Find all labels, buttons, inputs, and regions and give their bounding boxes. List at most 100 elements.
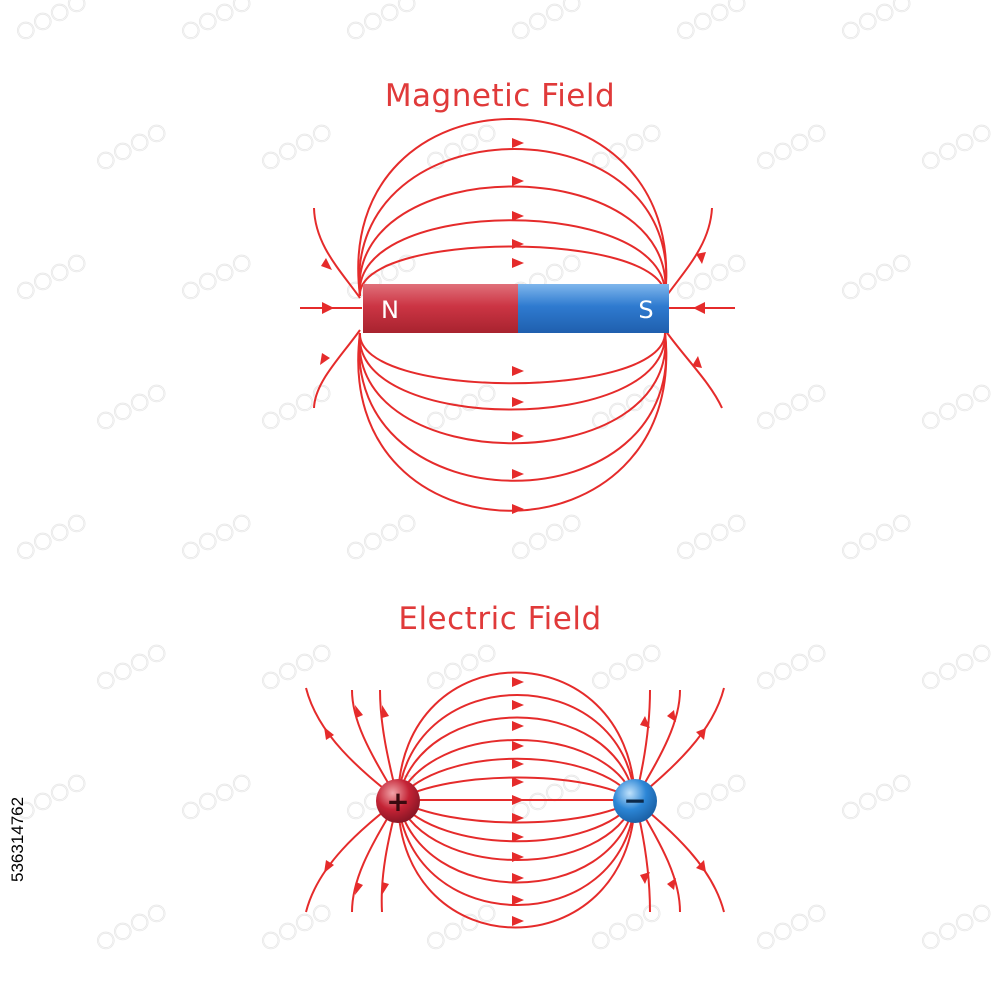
watermark-mark: ○○○○	[751, 897, 831, 955]
magnetic-field-line	[358, 332, 668, 482]
watermark-mark: ○○○○	[916, 897, 996, 955]
arrow-marker	[512, 469, 524, 479]
south-pole	[518, 284, 669, 333]
magnetic-field-line	[358, 332, 667, 445]
electric-field-line	[397, 799, 636, 929]
stock-id-label: 536314762	[8, 796, 27, 882]
watermark-mark: ○○○○	[671, 0, 751, 45]
watermark-mark: ○○○○	[176, 247, 256, 305]
magnetic-field-title: Magnetic Field	[384, 78, 616, 114]
positive-charge	[376, 779, 420, 823]
watermark-mark: ○○○○	[836, 507, 916, 565]
arrow-marker	[382, 882, 389, 895]
watermark-mark: ○○○○	[506, 0, 586, 45]
arrow-marker	[512, 700, 524, 710]
electric-field-line	[397, 799, 636, 861]
watermark-mark: ○○○○	[751, 117, 831, 175]
electric-field-line	[397, 694, 636, 801]
arrow-marker	[640, 716, 650, 728]
magnetic-field-line	[358, 332, 666, 385]
arrow-marker	[512, 239, 524, 249]
magnetic-field-line	[664, 207, 713, 299]
arrow-marker	[512, 397, 524, 407]
watermark-mark: ○○○○	[176, 507, 256, 565]
watermark-mark: ○○○○	[751, 377, 831, 435]
magnetic-field-line	[358, 148, 668, 297]
watermark-mark: ○○○○	[836, 767, 916, 825]
arrow-marker	[696, 252, 706, 264]
magnetic-field-line	[664, 329, 723, 409]
arrow-marker	[693, 302, 705, 314]
arrow-marker	[512, 777, 524, 787]
watermark-mark: ○○○○	[751, 637, 831, 695]
watermark-mark: ○○○○	[176, 0, 256, 45]
watermark-mark: ○○○○	[586, 637, 666, 695]
electric-field-line	[397, 799, 636, 843]
electric-field-line	[397, 757, 636, 801]
arrow-marker	[696, 728, 706, 740]
watermark-mark: ○○○○	[586, 897, 666, 955]
watermark-mark: ○○○○	[836, 0, 916, 45]
arrow-marker	[696, 860, 706, 872]
watermark-mark: ○○○○	[11, 507, 91, 565]
magnetic-field-line	[358, 185, 667, 297]
arrow-marker	[512, 211, 524, 221]
arrow-marker	[667, 878, 676, 890]
arrow-marker	[322, 302, 334, 314]
arrow-marker	[512, 813, 524, 823]
arrow-marker	[512, 916, 524, 926]
watermark-mark: ○○○○	[671, 247, 751, 305]
electric-field-line	[397, 716, 636, 801]
electric-field-line	[397, 799, 636, 884]
electric-arrows	[324, 677, 706, 926]
arrow-marker	[667, 710, 676, 722]
arrow-marker	[355, 705, 363, 718]
negative-charge-symbol: −	[623, 784, 646, 817]
electric-field-lines	[305, 671, 725, 929]
electric-field-title: Electric Field	[398, 601, 602, 637]
arrow-marker	[512, 795, 524, 805]
arrow-marker	[512, 677, 524, 687]
arrow-marker	[512, 721, 524, 731]
watermark-mark: ○○○○	[91, 117, 171, 175]
watermark-mark: ○○○○	[916, 117, 996, 175]
arrow-marker	[512, 176, 524, 186]
south-pole-label: S	[638, 296, 653, 324]
arrow-marker	[321, 258, 332, 270]
arrow-marker	[512, 138, 524, 148]
watermark-mark: ○○○○	[836, 247, 916, 305]
electric-field-line	[397, 739, 636, 801]
electric-field-line	[397, 799, 636, 824]
watermark-mark: ○○○○	[671, 507, 751, 565]
arrow-marker	[355, 882, 363, 895]
charges: + −	[376, 779, 657, 823]
arrow-marker	[324, 860, 334, 873]
magnetic-field-line	[358, 332, 667, 411]
arrow-marker	[692, 356, 702, 368]
arrow-marker	[512, 759, 524, 769]
arrow-marker	[512, 873, 524, 883]
watermark-mark: ○○○○	[421, 897, 501, 955]
magnetic-field-line	[358, 245, 666, 297]
watermark-pattern: ○○○○ ○○○○ ○○○○ ○○○○ ○○○○ ○○○○ ○○○○ ○○○○ ○○○○ ○○○○…	[11, 0, 996, 956]
electric-field-line	[397, 671, 636, 801]
arrow-marker	[512, 258, 524, 268]
north-pole-label: N	[381, 296, 399, 324]
negative-charge	[613, 779, 657, 823]
magnetic-field-line	[357, 332, 668, 512]
arrow-marker	[512, 431, 524, 441]
watermark-mark: ○○○○	[671, 767, 751, 825]
arrow-marker	[512, 895, 524, 905]
watermark-mark: ○○○○	[176, 767, 256, 825]
watermark-mark: ○○○○	[91, 897, 171, 955]
arrow-marker	[512, 366, 524, 376]
watermark-mark: ○○○○	[916, 377, 996, 435]
magnetic-field-line	[313, 329, 361, 409]
watermark-mark: ○○○○	[91, 377, 171, 435]
magnetic-field-line	[358, 219, 667, 297]
north-pole	[363, 284, 518, 333]
arrow-marker	[512, 832, 524, 842]
arrow-marker	[324, 727, 334, 740]
